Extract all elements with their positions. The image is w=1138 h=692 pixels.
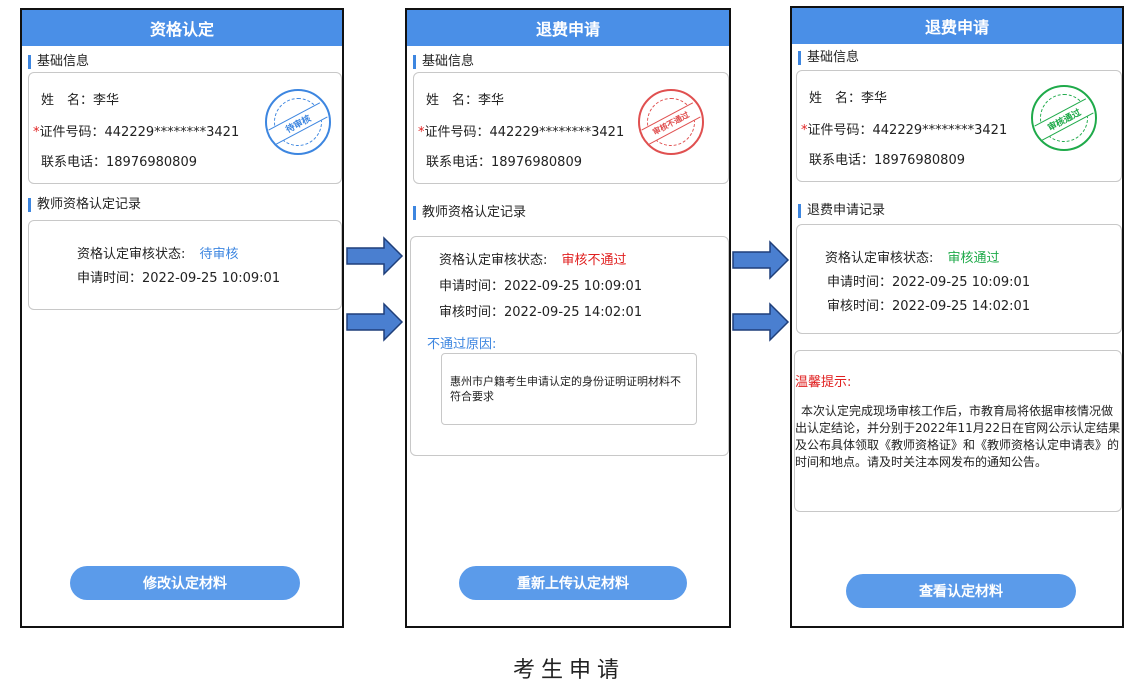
phone-label: 联系电话： bbox=[41, 155, 107, 170]
reupload-materials-button[interactable]: 重新上传认定材料 bbox=[459, 566, 687, 600]
status-value: 审核通过 bbox=[947, 251, 1000, 266]
basic-info-card: 姓 名：李华 *证件号码：442229********3421 联系电话：189… bbox=[28, 72, 342, 184]
reject-reason-title: 不通过原因: bbox=[427, 337, 497, 352]
id-value: 442229********3421 bbox=[872, 123, 1008, 138]
section-record: 教师资格认定记录 bbox=[413, 206, 526, 220]
right-arrow-icon bbox=[732, 302, 790, 342]
tip-text: 本次认定完成现场审核工作后，市教育局将依据审核情况做出认定结论，并分别于2022… bbox=[795, 404, 1121, 469]
basic-info-card: 姓 名：李华 *证件号码：442229********3421 联系电话：189… bbox=[796, 70, 1122, 182]
name-value: 李华 bbox=[478, 93, 505, 108]
required-mark: * bbox=[418, 125, 425, 140]
rejected-stamp-icon: 审核不通过 bbox=[638, 89, 704, 155]
apply-time: 2022-09-25 10:09:01 bbox=[504, 279, 643, 294]
status-value: 审核不通过 bbox=[561, 253, 627, 268]
status-row: 资格认定审核状态: 审核通过 bbox=[825, 247, 1000, 266]
view-materials-button[interactable]: 查看认定材料 bbox=[846, 574, 1076, 608]
right-arrow-icon bbox=[346, 302, 404, 342]
name-value: 李华 bbox=[861, 91, 888, 106]
header-title: 退费申请 bbox=[792, 8, 1122, 44]
required-mark: * bbox=[33, 125, 40, 140]
name-label: 姓 名： bbox=[426, 93, 479, 108]
apply-label: 申请时间： bbox=[439, 279, 505, 294]
stamp-text: 待审核 bbox=[268, 102, 328, 145]
apply-label: 申请时间： bbox=[827, 275, 893, 290]
status-label: 资格认定审核状态: bbox=[77, 247, 190, 262]
right-arrow-icon bbox=[346, 236, 404, 276]
status-row: 资格认定审核状态: 待审核 bbox=[77, 243, 239, 262]
record-card: 资格认定审核状态: 审核不通过 申请时间：2022-09-25 10:09:01… bbox=[410, 236, 729, 456]
phone-screen-refund-pass: 退费申请 基础信息 姓 名：李华 *证件号码：442229********342… bbox=[790, 6, 1124, 628]
record-card: 资格认定审核状态: 待审核 申请时间：2022-09-25 10:09:01 bbox=[28, 220, 342, 310]
tip-title: 温馨提示: bbox=[795, 375, 852, 390]
header-title: 退费申请 bbox=[407, 10, 729, 46]
apply-time-row: 申请时间：2022-09-25 10:09:01 bbox=[77, 267, 280, 286]
apply-time-row: 申请时间：2022-09-25 10:09:01 bbox=[439, 275, 642, 294]
status-value: 待审核 bbox=[199, 247, 239, 262]
review-time: 2022-09-25 14:02:01 bbox=[504, 305, 643, 320]
name-label: 姓 名： bbox=[41, 93, 94, 108]
name-label: 姓 名： bbox=[809, 91, 862, 106]
name-row: 姓 名：李华 bbox=[41, 89, 119, 108]
section-basic-info: 基础信息 bbox=[28, 55, 89, 69]
status-label: 资格认定审核状态: bbox=[439, 253, 552, 268]
pending-stamp-icon: 待审核 bbox=[265, 89, 331, 155]
phone-label: 联系电话： bbox=[809, 153, 875, 168]
review-time: 2022-09-25 14:02:01 bbox=[892, 299, 1031, 314]
apply-label: 申请时间： bbox=[77, 271, 143, 286]
section-record: 教师资格认定记录 bbox=[28, 198, 141, 212]
tip-card: 温馨提示: 本次认定完成现场审核工作后，市教育局将依据审核情况做出认定结论，并分… bbox=[794, 350, 1122, 512]
name-row: 姓 名：李华 bbox=[426, 89, 504, 108]
status-row: 资格认定审核状态: 审核不通过 bbox=[439, 249, 627, 268]
phone-value: 18976980809 bbox=[106, 155, 197, 170]
required-mark: * bbox=[801, 123, 808, 138]
id-row: *证件号码：442229********3421 bbox=[801, 119, 1007, 138]
phone-screen-refund-fail: 退费申请 基础信息 姓 名：李华 *证件号码：442229********342… bbox=[405, 8, 731, 628]
name-value: 李华 bbox=[93, 93, 120, 108]
section-record: 退费申请记录 bbox=[798, 204, 885, 218]
phone-row: 联系电话：18976980809 bbox=[426, 151, 582, 170]
modify-materials-button[interactable]: 修改认定材料 bbox=[70, 566, 300, 600]
phone-row: 联系电话：18976980809 bbox=[809, 149, 965, 168]
reject-reason-box: 惠州市户籍考生申请认定的身份证明证明材料不符合要求 bbox=[441, 353, 697, 425]
section-basic-info: 基础信息 bbox=[413, 55, 474, 69]
apply-time-row: 申请时间：2022-09-25 10:09:01 bbox=[827, 271, 1030, 290]
id-value: 442229********3421 bbox=[489, 125, 625, 140]
review-time-row: 审核时间：2022-09-25 14:02:01 bbox=[439, 301, 642, 320]
approved-stamp-icon: 审核通过 bbox=[1031, 85, 1097, 151]
review-time-row: 审核时间：2022-09-25 14:02:01 bbox=[827, 295, 1030, 314]
phone-row: 联系电话：18976980809 bbox=[41, 151, 197, 170]
id-row: *证件号码：442229********3421 bbox=[33, 121, 239, 140]
review-label: 审核时间： bbox=[439, 305, 505, 320]
id-label: 证件号码： bbox=[39, 125, 105, 140]
phone-value: 18976980809 bbox=[874, 153, 965, 168]
name-row: 姓 名：李华 bbox=[809, 87, 887, 106]
status-label: 资格认定审核状态: bbox=[825, 251, 938, 266]
id-label: 证件号码： bbox=[424, 125, 490, 140]
record-card: 资格认定审核状态: 审核通过 申请时间：2022-09-25 10:09:01 … bbox=[796, 224, 1122, 334]
phone-label: 联系电话： bbox=[426, 155, 492, 170]
stamp-text: 审核不通过 bbox=[641, 102, 701, 145]
id-label: 证件号码： bbox=[807, 123, 873, 138]
id-row: *证件号码：442229********3421 bbox=[418, 121, 624, 140]
phone-screen-qualification: 资格认定 基础信息 姓 名：李华 *证件号码：442229********342… bbox=[20, 8, 344, 628]
basic-info-card: 姓 名：李华 *证件号码：442229********3421 联系电话：189… bbox=[413, 72, 729, 184]
apply-time: 2022-09-25 10:09:01 bbox=[142, 271, 281, 286]
reject-reason-text: 惠州市户籍考生申请认定的身份证明证明材料不符合要求 bbox=[450, 375, 681, 403]
phone-value: 18976980809 bbox=[491, 155, 582, 170]
section-basic-info: 基础信息 bbox=[798, 51, 859, 65]
stamp-text: 审核通过 bbox=[1034, 98, 1094, 141]
apply-time: 2022-09-25 10:09:01 bbox=[892, 275, 1031, 290]
header-title: 资格认定 bbox=[22, 10, 342, 46]
figure-caption: 考生申请 bbox=[512, 658, 625, 683]
id-value: 442229********3421 bbox=[104, 125, 240, 140]
review-label: 审核时间： bbox=[827, 299, 893, 314]
right-arrow-icon bbox=[732, 240, 790, 280]
